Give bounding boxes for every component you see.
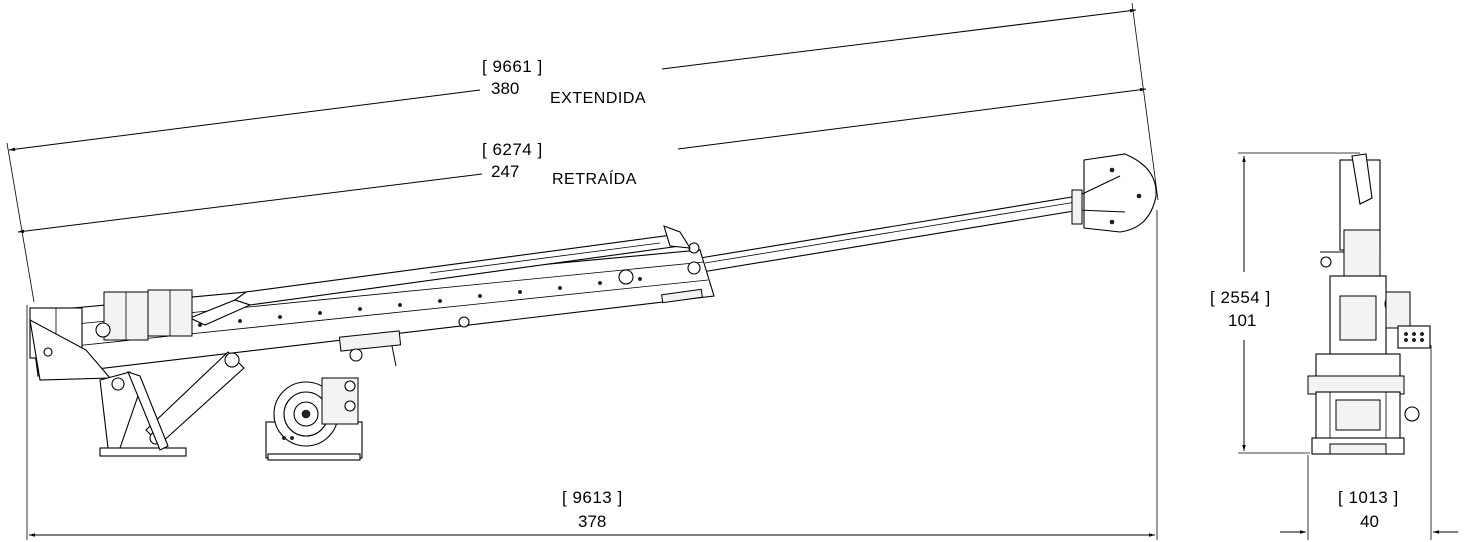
retracted-label: RETRAÍDA — [552, 171, 637, 188]
overall-length-mm: [ 9613 ] — [562, 488, 623, 507]
side-view — [29, 153, 1157, 461]
height-dimension-mm: [ 2554 ] — [1210, 288, 1271, 307]
width-dimension-mm: [ 1013 ] — [1338, 488, 1399, 507]
extended-dimension-mm: [ 9661 ] — [482, 57, 543, 76]
retracted-dimension-mm: [ 6274 ] — [482, 140, 543, 159]
winch-unit — [265, 377, 363, 461]
width-dimension-line — [1280, 345, 1458, 540]
retracted-dimension-line — [17, 87, 1147, 234]
overall-length-in: 378 — [578, 512, 607, 531]
retracted-dimension-in: 247 — [491, 162, 520, 181]
height-dimension-in: 101 — [1228, 311, 1257, 330]
overall-length-dimension-line — [26, 210, 1158, 540]
width-dimension-in: 40 — [1360, 512, 1379, 531]
extended-dimension-in: 380 — [491, 79, 520, 98]
height-dimension-line — [1238, 152, 1360, 454]
extended-label: EXTENDIDA — [550, 90, 647, 107]
extended-dimension-line — [6, 2, 1159, 303]
front-view — [1307, 153, 1431, 455]
